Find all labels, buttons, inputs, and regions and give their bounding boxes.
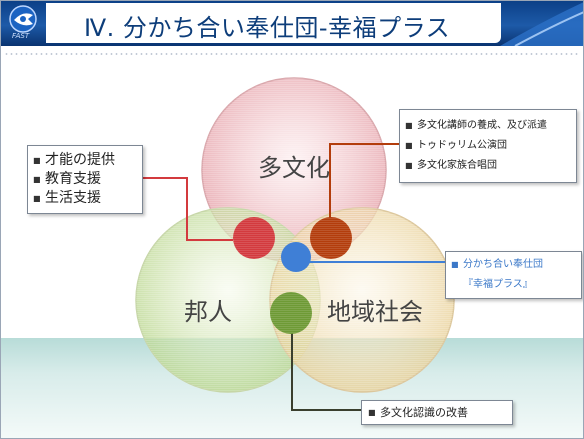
list-item: ■トゥドゥリム公演団 xyxy=(405,140,507,151)
fast-logo: FAST xyxy=(4,2,42,42)
list-item: ■教育支援 xyxy=(33,171,101,187)
list-item: ■才能の提供 xyxy=(33,152,115,168)
dotted-divider xyxy=(4,52,580,56)
support-list-box: ■才能の提供 ■教育支援 ■生活支援 xyxy=(27,145,143,214)
dot-blue xyxy=(281,242,311,272)
connector-right xyxy=(329,143,400,237)
label-residents: 邦人 xyxy=(184,298,232,326)
list-item: ■『幸福プラス』 xyxy=(463,279,533,290)
volunteer-group-box: ■分かち合い奉仕団 ■『幸福プラス』 xyxy=(445,251,582,299)
list-item: ■分かち合い奉仕団 xyxy=(451,259,543,270)
logo-icon xyxy=(9,5,37,33)
list-item: ■多文化講師の養成、及び派遣 xyxy=(405,120,547,131)
list-item: ■多文化家族合唱団 xyxy=(405,160,497,171)
label-community: 地域社会 xyxy=(327,298,423,326)
connector-left xyxy=(133,177,233,241)
awareness-box: ■多文化認識の改善 xyxy=(361,400,513,425)
list-item: ■生活支援 xyxy=(33,190,101,206)
header-panel xyxy=(46,3,501,43)
connector-bottom xyxy=(291,318,362,411)
logo-text: FAST xyxy=(12,32,30,40)
page-title: Ⅳ. 分かち合い奉仕団-幸福プラス xyxy=(84,14,451,42)
label-multicultural: 多文化 xyxy=(258,154,330,182)
header-swoosh xyxy=(500,2,584,46)
multicultural-programs-box: ■多文化講師の養成、及び派遣 ■トゥドゥリム公演団 ■多文化家族合唱団 xyxy=(399,109,577,183)
list-item: ■多文化認識の改善 xyxy=(368,406,468,419)
